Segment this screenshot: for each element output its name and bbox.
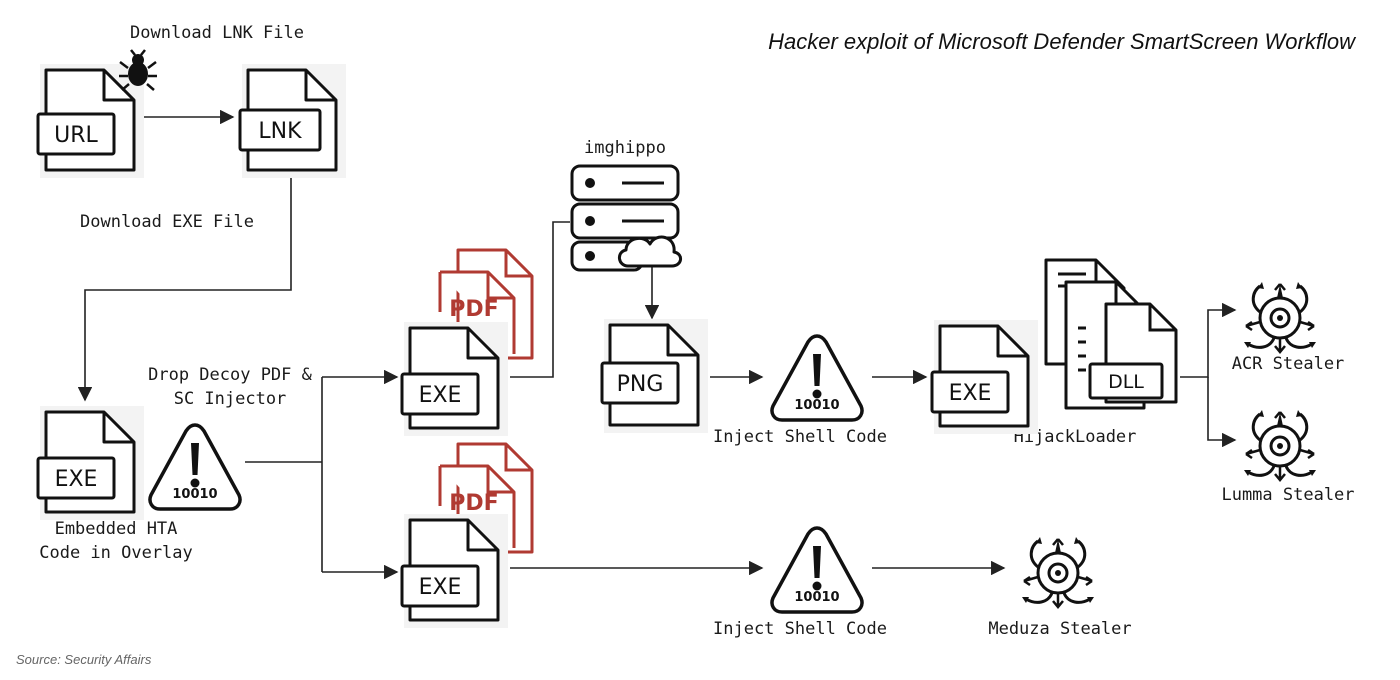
label-drop-decoy-2: SC Injector (174, 389, 287, 409)
warning-icon: 10010 (770, 526, 864, 614)
label-acr-stealer: ACR Stealer (1232, 354, 1345, 374)
url-file: URL (36, 64, 144, 178)
pdf-file-bottom: PDF (438, 442, 534, 554)
arrow-to-lumma (1207, 377, 1237, 448)
exe-file-hijack-label: EXE (949, 381, 992, 406)
url-file-label: URL (54, 123, 98, 148)
warning-code-3: 10010 (794, 590, 839, 605)
label-inject-shell-code-1: Inject Shell Code (713, 427, 887, 447)
label-imghippo: imghippo (584, 138, 666, 158)
pdf-file-top: PDF (438, 248, 534, 360)
exe-file-top-label: EXE (419, 383, 462, 408)
exe-file-hijack: EXE (930, 320, 1038, 434)
stealer-icon (1242, 408, 1318, 482)
png-file: PNG (600, 319, 708, 433)
warning-code-2: 10010 (794, 398, 839, 413)
label-embedded-2: Code in Overlay (39, 543, 193, 563)
bug-icon (119, 49, 157, 91)
exe-file-dropper: EXE (36, 406, 144, 520)
arrow-lnk-to-exe (77, 172, 292, 402)
source-caption: Source: Security Affairs (16, 652, 152, 667)
stealer-icon (1020, 535, 1096, 609)
arrow-to-acr (1180, 302, 1237, 378)
pdf-file-top-label: PDF (449, 297, 498, 322)
label-lumma-stealer: Lumma Stealer (1221, 485, 1354, 505)
server-cloud-icon (570, 164, 682, 272)
exe-file-dropper-label: EXE (55, 467, 98, 492)
label-embedded-1: Embedded HTA (55, 519, 178, 539)
lnk-file: LNK (238, 64, 346, 178)
warning-code-1: 10010 (172, 487, 217, 502)
lnk-file-label: LNK (258, 119, 302, 144)
label-download-exe: Download EXE File (80, 212, 254, 232)
dll-file-label: DLL (1108, 371, 1144, 393)
label-hijackloader: HijackLoader (1014, 427, 1137, 447)
label-download-lnk: Download LNK File (130, 23, 304, 43)
diagram-title: Hacker exploit of Microsoft Defender Sma… (768, 29, 1357, 54)
warning-icon: 10010 (770, 334, 864, 422)
exe-file-top: EXE (400, 322, 508, 436)
label-inject-shell-code-2: Inject Shell Code (713, 619, 887, 639)
label-drop-decoy-1: Drop Decoy PDF & (148, 365, 313, 385)
label-meduza-stealer: Meduza Stealer (988, 619, 1131, 639)
pdf-file-bottom-label: PDF (449, 491, 498, 516)
hijackloader-files: DLL (1044, 258, 1178, 410)
stealer-icon (1242, 280, 1318, 354)
warning-icon: 10010 (148, 423, 242, 511)
exe-file-bottom-label: EXE (419, 575, 462, 600)
exe-file-bottom: EXE (400, 514, 508, 628)
png-file-label: PNG (617, 372, 664, 397)
line-exe-to-server (510, 221, 570, 378)
